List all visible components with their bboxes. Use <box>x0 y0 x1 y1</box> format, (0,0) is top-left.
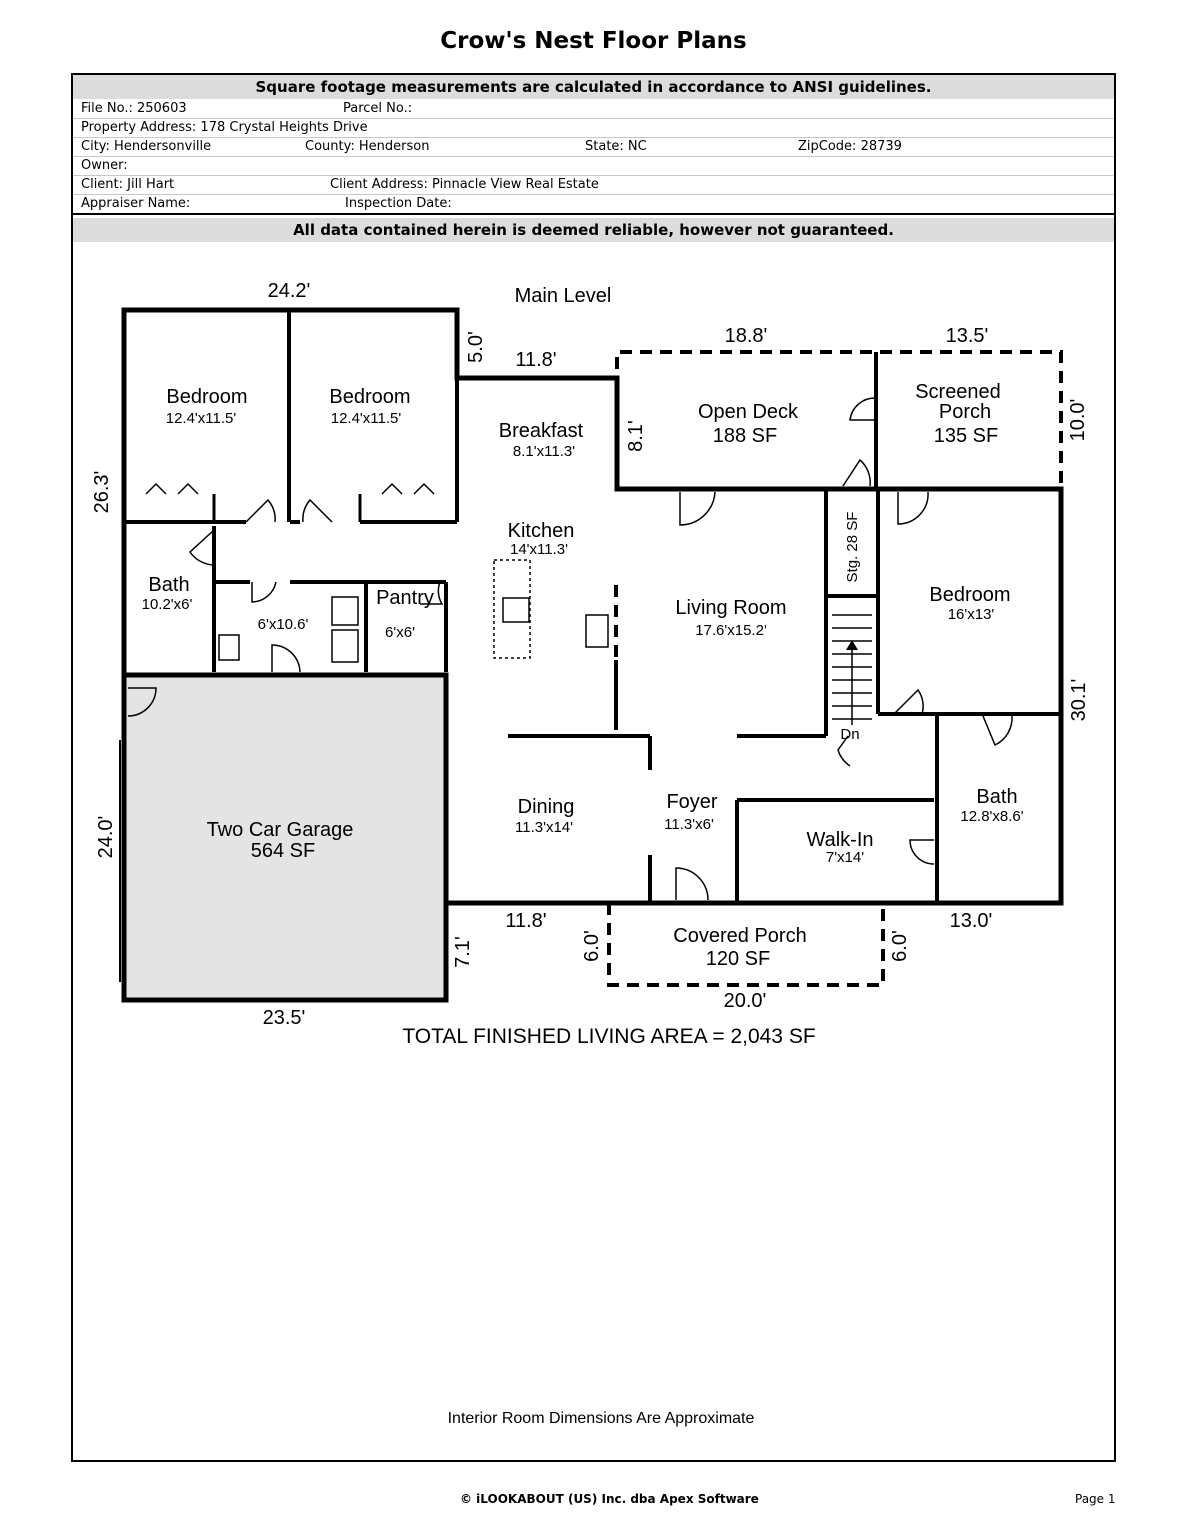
dryer-icon <box>331 629 359 663</box>
dim-left-side: 26.3' <box>91 471 113 514</box>
kitchen-sink-icon <box>585 614 609 648</box>
dim-garage-bottom: 23.5' <box>263 1007 306 1029</box>
file-no: File No.: 250603 <box>81 101 187 116</box>
dim-deck-h: 8.1' <box>625 420 647 452</box>
ansi-note: Square footage measurements are calculat… <box>73 75 1114 99</box>
living-name: Living Room <box>675 597 786 619</box>
kitchen-island <box>493 559 531 659</box>
county: County: Henderson <box>305 139 430 154</box>
screened-porch-name2: Porch <box>939 401 991 423</box>
garage-floor <box>124 675 446 1000</box>
dining-dims: 11.3'x14' <box>515 819 573 836</box>
laundry-dims: 6'x10.6' <box>258 616 309 633</box>
cooktop-icon <box>502 597 530 623</box>
dim-garage-notch: 7.1' <box>452 936 474 968</box>
living-dims: 17.6'x15.2' <box>695 622 767 639</box>
info-row-location: City: Hendersonville County: Henderson S… <box>73 137 1114 157</box>
client-address: Client Address: Pinnacle View Real Estat… <box>330 177 599 192</box>
appraiser: Appraiser Name: <box>81 196 191 211</box>
bedroom2-dims: 12.4'x11.5' <box>331 410 402 427</box>
dim-cp-right: 6.0' <box>889 930 911 962</box>
property-address: Property Address: 178 Crystal Heights Dr… <box>81 120 368 135</box>
exterior-walls <box>121 307 1064 1003</box>
pantry-dims: 6'x6' <box>385 624 415 641</box>
client: Client: Jill Hart <box>81 177 175 192</box>
dim-deck-w: 18.8' <box>725 325 768 347</box>
dim-porch-w: 13.5' <box>946 325 989 347</box>
zipcode: ZipCode: 28739 <box>798 139 902 154</box>
stairs-arrow-icon <box>846 640 858 650</box>
info-row-appraiser: Appraiser Name: Inspection Date: <box>73 194 1114 215</box>
kitchen-dims: 14'x11.3' <box>510 541 568 558</box>
dim-bottom-right: 13.0' <box>950 910 993 932</box>
open-deck-area: 188 SF <box>713 425 777 447</box>
bath1-dims: 10.2'x6' <box>142 596 193 613</box>
dim-cp-bottom: 20.0' <box>724 990 767 1012</box>
covered-porch-name: Covered Porch <box>673 925 806 947</box>
info-row-client: Client: Jill Hart Client Address: Pinnac… <box>73 175 1114 195</box>
document-frame <box>71 73 1116 1462</box>
storage-label: Stg. 28 SF <box>844 512 861 583</box>
parcel-no: Parcel No.: <box>343 101 413 116</box>
closet-doors <box>145 482 435 495</box>
copyright: © iLOOKABOUT (US) Inc. dba Apex Software <box>460 1492 759 1506</box>
inspection-date: Inspection Date: <box>345 196 452 211</box>
dashed-outlines <box>607 350 1063 987</box>
owner: Owner: <box>81 158 128 173</box>
level-label: Main Level <box>515 285 612 307</box>
dim-notch-h: 11.8' <box>515 349 556 371</box>
foyer-name: Foyer <box>666 791 717 813</box>
garage-name: Two Car Garage <box>207 819 354 841</box>
kitchen-name: Kitchen <box>508 520 575 542</box>
stairs <box>832 614 872 725</box>
screened-porch-area: 135 SF <box>934 425 998 447</box>
bedroom3-name: Bedroom <box>929 584 1010 606</box>
reliability-note: All data contained herein is deemed reli… <box>73 218 1114 242</box>
foyer-dims: 11.3'x6' <box>664 816 714 833</box>
info-row-file: File No.: 250603 Parcel No.: <box>73 99 1114 119</box>
bath2-name: Bath <box>976 786 1017 808</box>
breakfast-name: Breakfast <box>499 420 584 442</box>
bedroom1-name: Bedroom <box>166 386 247 408</box>
bedroom1-dims: 12.4'x11.5' <box>166 410 237 427</box>
dim-porch-h: 10.0' <box>1067 399 1089 442</box>
garage-area: 564 SF <box>251 840 315 862</box>
dim-top-left: 24.2' <box>268 280 311 302</box>
dining-name: Dining <box>518 796 575 818</box>
bedroom2-name: Bedroom <box>329 386 410 408</box>
walkin-name: Walk-In <box>806 829 873 851</box>
dim-notch-v: 5.0' <box>465 331 487 363</box>
pantry-name: Pantry <box>376 587 434 609</box>
doors <box>127 397 1013 901</box>
washer-icon <box>331 596 359 626</box>
info-row-address: Property Address: 178 Crystal Heights Dr… <box>73 118 1114 138</box>
state: State: NC <box>585 139 647 154</box>
page-number: Page 1 <box>1075 1492 1116 1506</box>
dim-cp-left: 6.0' <box>581 930 603 962</box>
open-deck-name: Open Deck <box>698 401 799 423</box>
city: City: Hendersonville <box>81 139 212 154</box>
dim-bottom-mid: 11.8' <box>505 910 546 932</box>
approx-note: Interior Room Dimensions Are Approximate <box>448 1410 755 1427</box>
dim-right-side: 30.1' <box>1068 679 1090 722</box>
bath-sink-icon <box>218 634 240 661</box>
covered-porch-area: 120 SF <box>706 948 770 970</box>
page-title: Crow's Nest Floor Plans <box>440 28 747 54</box>
interior-walls <box>124 310 1061 903</box>
stairs-down-label: Dn <box>840 726 859 743</box>
bedroom3-dims: 16'x13' <box>948 606 995 623</box>
bath2-dims: 12.8'x8.6' <box>960 808 1023 825</box>
total-area: TOTAL FINISHED LIVING AREA = 2,043 SF <box>402 1025 815 1048</box>
breakfast-dims: 8.1'x11.3' <box>513 443 575 460</box>
dim-garage-side: 24.0' <box>95 816 117 859</box>
closet-rails <box>212 494 362 522</box>
bath1-name: Bath <box>148 574 189 596</box>
screened-porch-name1: Screened <box>915 381 1001 403</box>
info-row-owner: Owner: <box>73 156 1114 176</box>
walkin-dims: 7'x14' <box>826 849 864 866</box>
